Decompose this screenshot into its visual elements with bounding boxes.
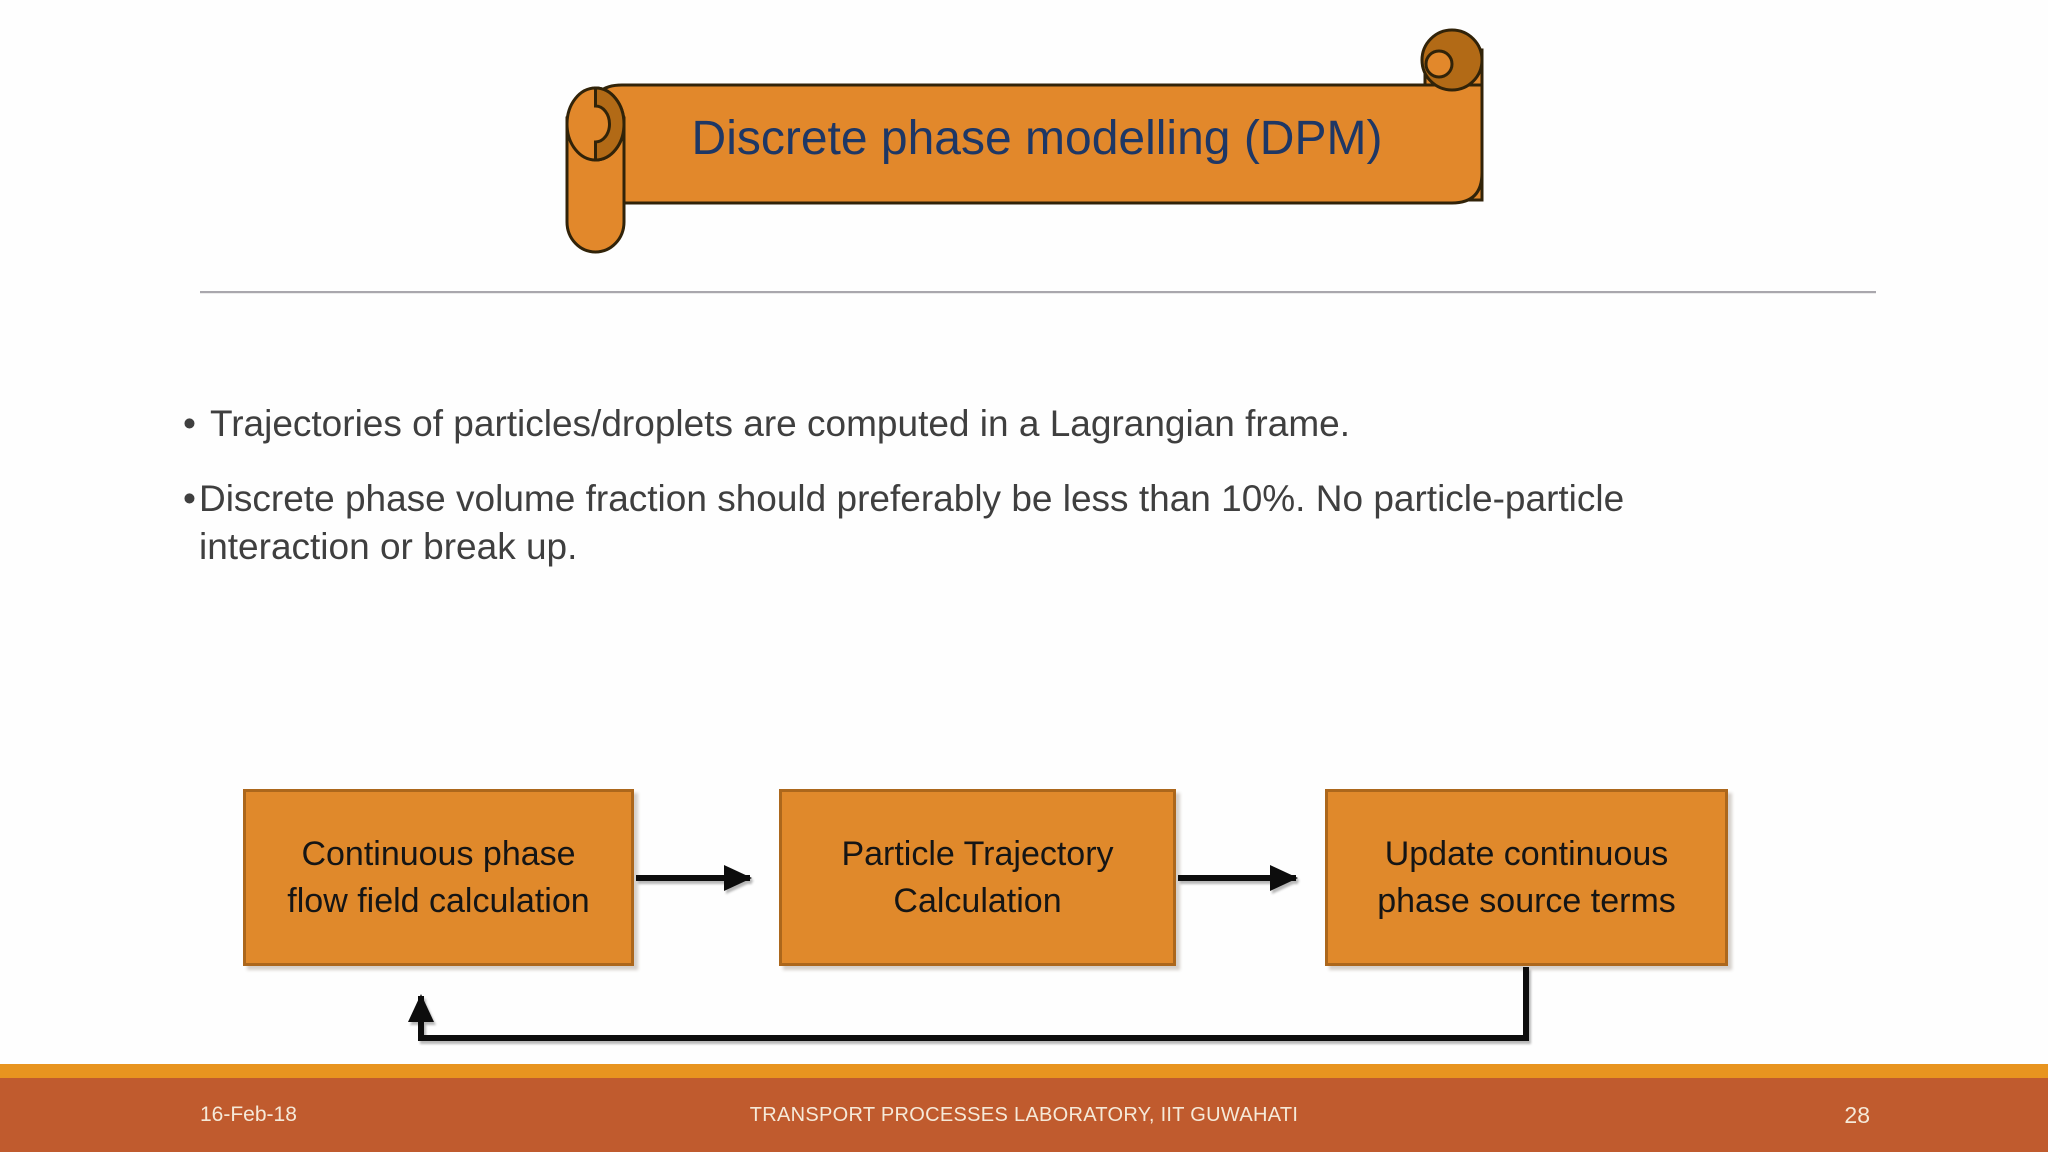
flowchart-box-label: Update continuous phase source terms <box>1377 834 1676 920</box>
slide-title: Discrete phase modelling (DPM) <box>691 111 1383 165</box>
scroll-right-curl <box>1420 28 1484 92</box>
scroll-right-curl-inner <box>1424 49 1454 79</box>
flowchart-box-label: Continuous phase flow field calculation <box>287 834 590 920</box>
footer-accent-strip <box>0 1064 2048 1078</box>
flow-feedback-arrow <box>408 967 1529 1041</box>
footer-lab-name: TRANSPORT PROCESSES LABORATORY, IIT GUWA… <box>749 1103 1299 1126</box>
footer-bar: 16-Feb-18 TRANSPORT PROCESSES LABORATORY… <box>0 1078 2048 1152</box>
bullet-item: • Trajectories of particles/droplets are… <box>183 400 1823 448</box>
divider-line <box>200 291 1876 294</box>
footer-date: 16-Feb-18 <box>200 1103 297 1126</box>
bullet-item: • Discrete phase volume fraction should … <box>183 475 1823 571</box>
bullet-marker: • <box>183 478 196 519</box>
flowchart-box-continuous-phase: Continuous phase flow field calculation <box>243 789 634 966</box>
footer-page-number: 28 <box>1844 1101 1870 1128</box>
flowchart-box-label: Particle Trajectory Calculation <box>841 834 1114 920</box>
bullet-text: Discrete phase volume fraction should pr… <box>198 478 1625 567</box>
bullet-marker: • <box>183 403 196 444</box>
flowchart-box-update-source-terms: Update continuous phase source terms <box>1325 789 1728 966</box>
bullet-text: Trajectories of particles/droplets are c… <box>209 403 1351 444</box>
flowchart-box-particle-trajectory: Particle Trajectory Calculation <box>779 789 1176 966</box>
bullet-list: • Trajectories of particles/droplets are… <box>183 400 1823 571</box>
